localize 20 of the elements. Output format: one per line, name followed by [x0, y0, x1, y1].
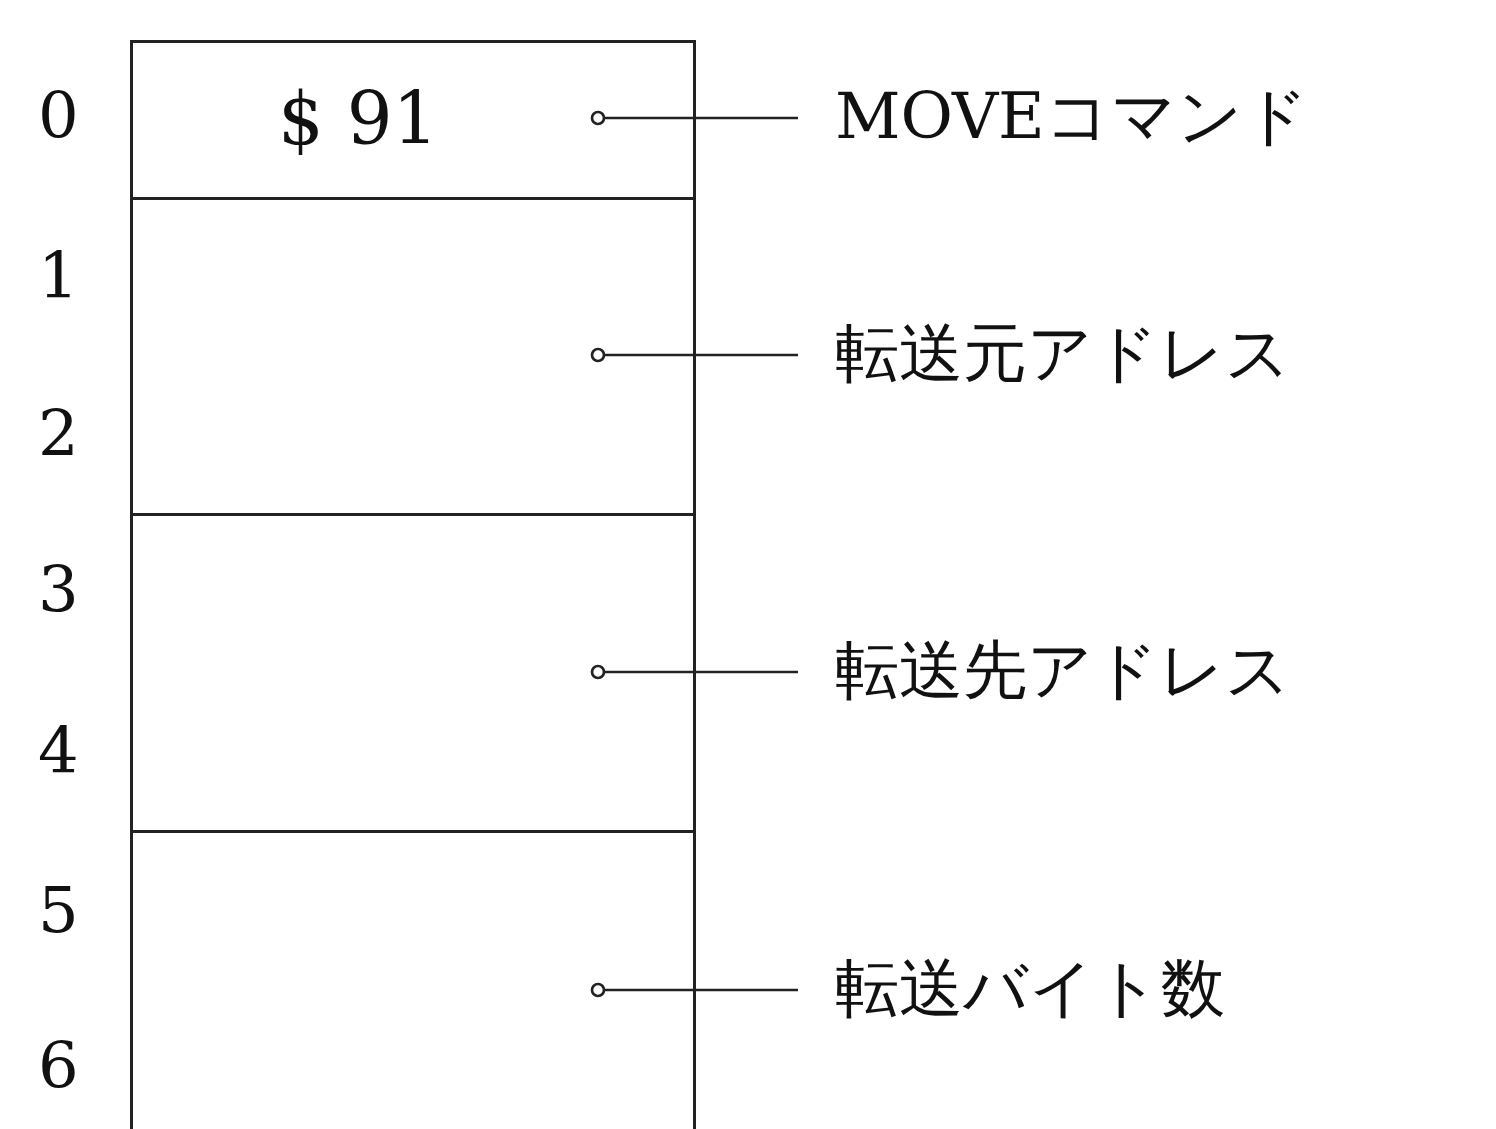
field-label: MOVEコマンド	[835, 84, 1309, 148]
row-number: 1	[38, 244, 79, 308]
memory-cell	[130, 830, 696, 1129]
leader-line	[590, 347, 798, 363]
row-number: 2	[38, 402, 79, 466]
row-number: 6	[38, 1034, 79, 1098]
field-label: 転送バイト数	[835, 956, 1225, 1020]
field-label: 転送先アドレス	[835, 638, 1291, 702]
row-number: 4	[38, 719, 79, 783]
row-number: 5	[38, 878, 79, 942]
field-label: 転送元アドレス	[835, 321, 1291, 385]
cell-value: $ 91	[278, 83, 439, 155]
leader-line	[590, 982, 798, 998]
leader-line	[590, 110, 798, 126]
memory-cell	[130, 513, 696, 833]
row-number: 0	[38, 84, 79, 148]
memory-cell	[130, 197, 696, 516]
row-number: 3	[38, 558, 79, 622]
leader-line	[590, 664, 798, 680]
memory-cell	[130, 40, 696, 200]
